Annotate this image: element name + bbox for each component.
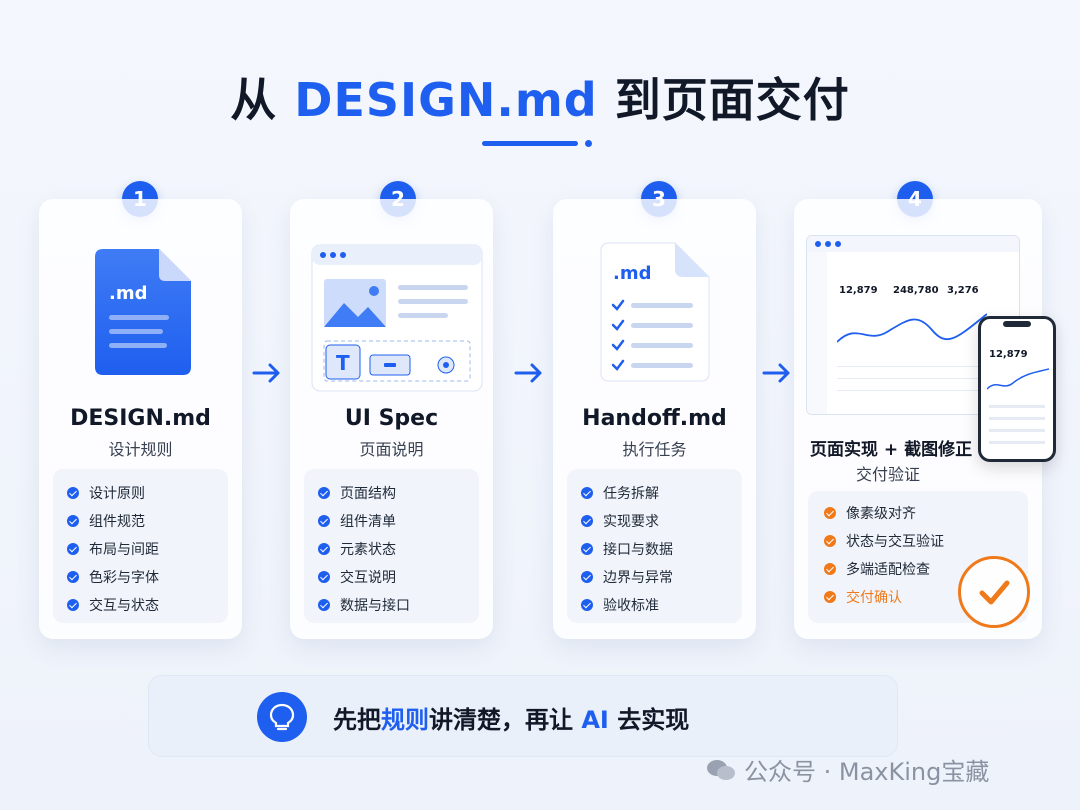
step-3-card: .md Handoff.md 执行任务 任务拆解 实现要求 接口与数据 边界与异…	[553, 199, 756, 639]
list-item: 元素状态	[318, 535, 465, 563]
check-icon	[581, 515, 593, 527]
list-item: 实现要求	[581, 507, 728, 535]
list-item: 设计原则	[67, 479, 214, 507]
check-icon	[581, 543, 593, 555]
check-icon	[318, 599, 330, 611]
step-1-list: 设计原则 组件规范 布局与间距 色彩与字体 交互与状态	[53, 469, 228, 623]
handoff-document-icon	[600, 242, 710, 382]
check-icon	[581, 487, 593, 499]
list-item: 接口与数据	[581, 535, 728, 563]
step-4-subtitle: 交付验证	[855, 465, 920, 484]
title-prefix: 从	[230, 73, 295, 127]
list-item: 组件清单	[318, 507, 465, 535]
watermark: 公众号 · MaxKing宝藏	[706, 752, 989, 787]
doc-label: .md	[109, 283, 148, 304]
check-icon	[67, 515, 79, 527]
arrow-right-icon	[252, 363, 280, 383]
list-item: 布局与间距	[67, 535, 214, 563]
step-3-subtitle: 执行任务	[622, 440, 687, 459]
step-4-title: 页面实现 + 截图修正	[810, 440, 973, 460]
step-1-card: .md DESIGN.md 设计规则 设计原则 组件规范 布局与间距 色彩与字体…	[39, 199, 242, 639]
stat-1: 12,879	[839, 285, 878, 296]
step-1-title: DESIGN.md	[70, 406, 211, 431]
phone-mockup: 12,879	[978, 316, 1056, 462]
approved-check-icon	[958, 556, 1030, 628]
markdown-document-icon	[95, 249, 191, 375]
step-1-subtitle: 设计规则	[108, 440, 173, 459]
line-chart-icon	[837, 313, 987, 343]
list-item: 像素级对齐	[824, 499, 1012, 527]
step-3-title: Handoff.md	[582, 406, 727, 431]
title-dot	[585, 140, 592, 147]
page-title: 从 DESIGN.md 到页面交付	[0, 64, 1080, 130]
ui-spec-wireframe-icon	[311, 244, 483, 392]
check-icon	[581, 571, 593, 583]
doc-label: .md	[613, 263, 652, 284]
list-item: 状态与交互验证	[824, 527, 1012, 555]
check-icon	[824, 591, 836, 603]
phone-stat: 12,879	[989, 349, 1028, 360]
phone-chart-icon	[987, 368, 1049, 390]
step-2-subtitle: 页面说明	[359, 440, 424, 459]
title-accent: DESIGN.md	[294, 73, 598, 127]
stat-2: 248,780	[893, 285, 939, 296]
step-2-list: 页面结构 组件清单 元素状态 交互说明 数据与接口	[304, 469, 479, 623]
step-3-list: 任务拆解 实现要求 接口与数据 边界与异常 验收标准	[567, 469, 742, 623]
lightbulb-icon	[257, 692, 307, 742]
list-item: 边界与异常	[581, 563, 728, 591]
list-item: 验收标准	[581, 591, 728, 619]
arrow-right-icon	[762, 363, 790, 383]
check-icon	[581, 599, 593, 611]
tip-text: 先把规则讲清楚，再让 AI 去实现	[333, 706, 690, 734]
list-item: 任务拆解	[581, 479, 728, 507]
list-item: 组件规范	[67, 507, 214, 535]
arrow-right-icon	[514, 363, 542, 383]
title-suffix: 到页面交付	[597, 73, 850, 127]
check-icon	[67, 571, 79, 583]
list-item: 交付确认	[824, 583, 1012, 611]
check-icon	[67, 599, 79, 611]
list-item: 交互说明	[318, 563, 465, 591]
check-icon	[67, 487, 79, 499]
wechat-icon	[707, 759, 735, 780]
check-icon	[824, 535, 836, 547]
check-icon	[318, 515, 330, 527]
step-2-title: UI Spec	[344, 406, 439, 431]
check-icon	[318, 543, 330, 555]
text-tool-glyph: T	[336, 351, 350, 375]
step-2-card: T UI Spec 页面说明 页面结构 组件清单 元素状态 交互说明 数据与接口	[290, 199, 493, 639]
check-icon	[318, 487, 330, 499]
title-underline	[482, 141, 578, 146]
check-icon	[67, 543, 79, 555]
tip-banner: 先把规则讲清楚，再让 AI 去实现	[148, 675, 898, 757]
check-icon	[318, 571, 330, 583]
list-item: 交互与状态	[67, 591, 214, 619]
check-icon	[824, 563, 836, 575]
list-item: 数据与接口	[318, 591, 465, 619]
stat-3: 3,276	[947, 285, 979, 296]
list-item: 多端适配检查	[824, 555, 1012, 583]
list-item: 页面结构	[318, 479, 465, 507]
list-item: 色彩与字体	[67, 563, 214, 591]
check-icon	[824, 507, 836, 519]
